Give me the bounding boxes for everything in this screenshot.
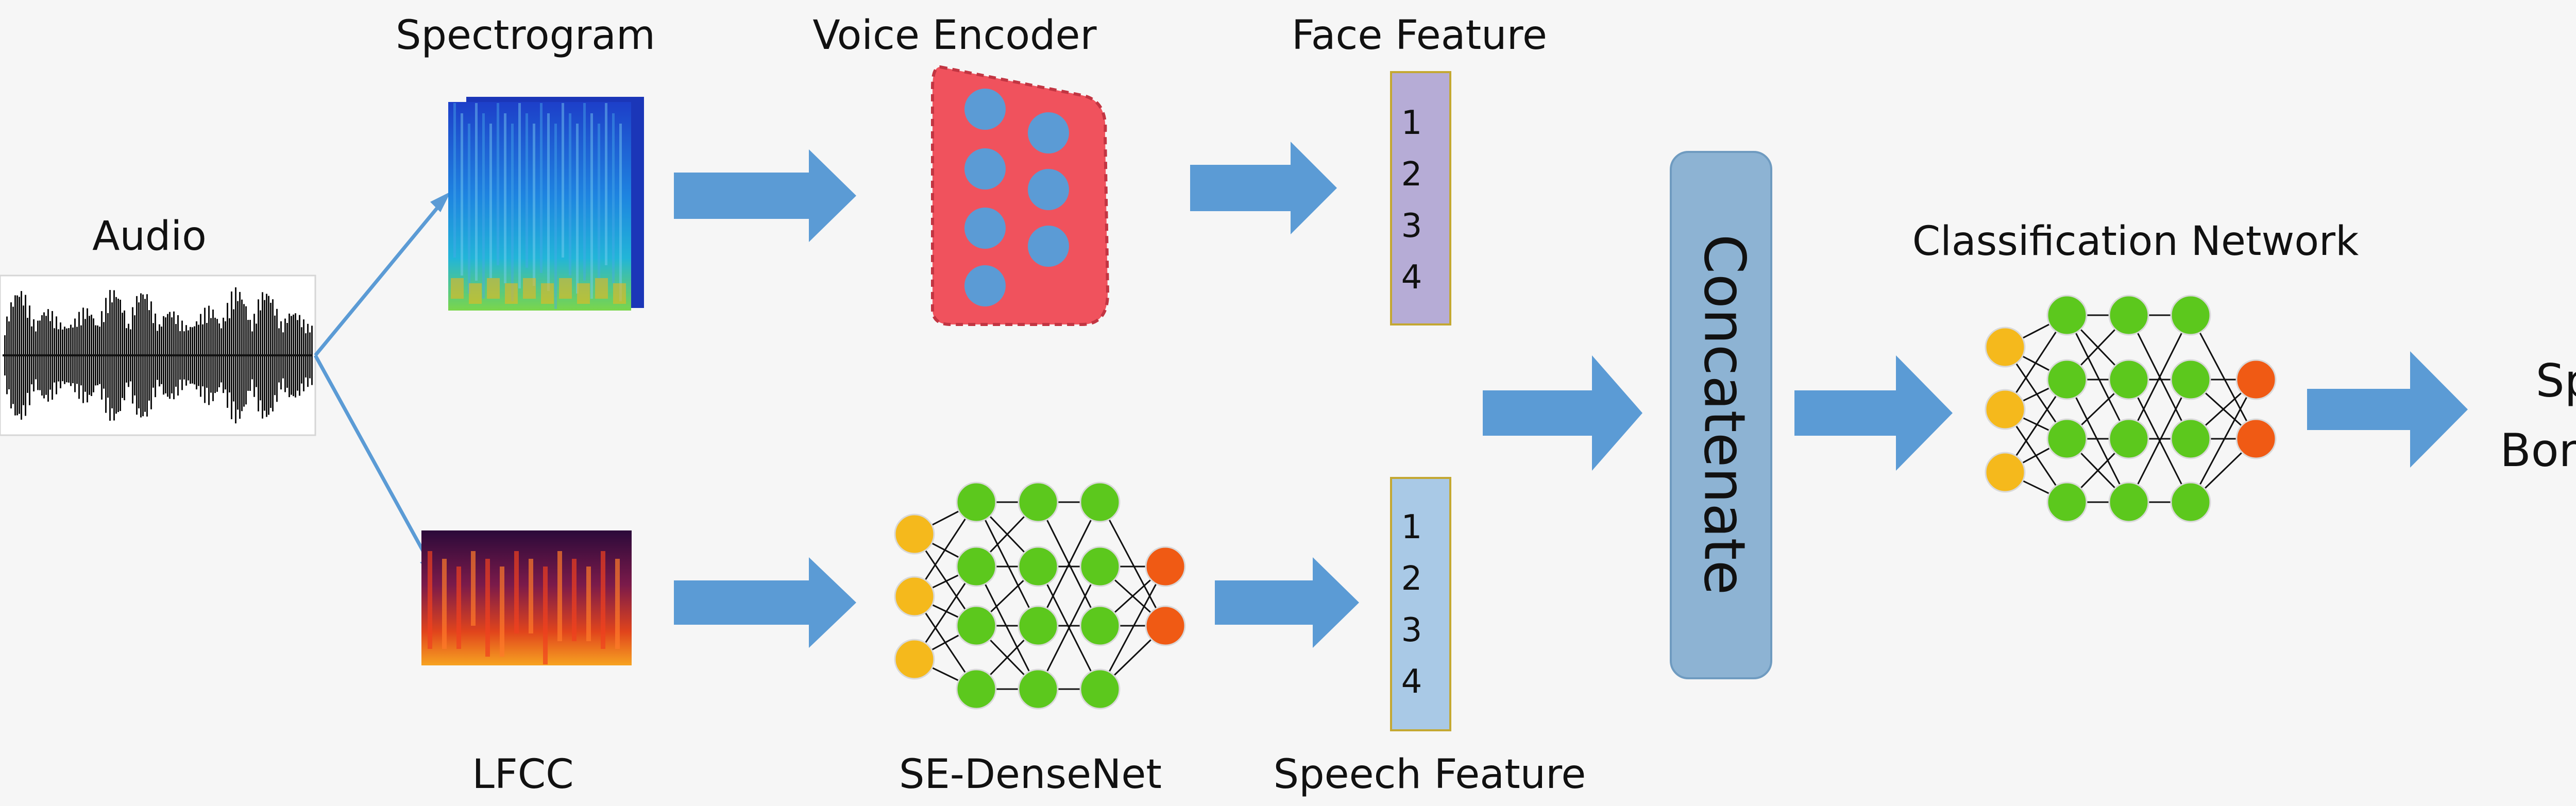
hidden-node [1079,605,1121,646]
output-node [1145,546,1186,587]
encoder-unit [1028,226,1069,267]
input-node [1985,327,2026,368]
arrow-classifier-to-output [2307,351,2468,468]
hidden-node [1018,605,1059,646]
network-connection [2066,379,2130,503]
hidden-node [2046,295,2088,336]
voice-encoder-label: Voice Encoder [812,12,1097,59]
hidden-node [956,482,997,523]
network-connection [2066,315,2130,439]
encoder-unit [1028,112,1069,153]
encoder-unit [1028,169,1069,210]
output-node [2235,359,2277,400]
arrow-spectrogram-to-encoder [674,149,856,242]
arrow-lfcc-to-densenet [674,557,856,648]
input-node [894,639,935,680]
face-feature-label: Face Feature [1292,12,1547,59]
arrow-features-to-concatenate [1483,355,1642,471]
hidden-node [2046,418,2088,459]
hidden-node [956,605,997,646]
hidden-node [1079,546,1121,587]
classification-network-label: Classification Network [1912,218,2359,265]
classification-network [1985,295,2277,523]
input-node [1985,389,2026,430]
input-node [894,513,935,555]
se-densenet-network [894,482,1186,710]
hidden-node [2108,418,2149,459]
lfcc-image [421,530,632,665]
audio-to-lfcc-line [313,354,437,577]
encoder-unit [964,148,1006,190]
speech-feature-item: 4 [1401,663,1422,701]
encoder-unit [964,208,1006,249]
audio-waveform [0,275,316,436]
audio-to-spectrogram-line [314,192,451,357]
encoder-unit [964,265,1006,306]
face-feature-item: 2 [1401,156,1422,194]
speech-feature-label: Speech Feature [1274,751,1586,798]
voice-encoder-block [931,65,1110,326]
output-node [1145,605,1186,646]
face-feature-item: 4 [1401,259,1422,297]
spectrogram-label: Spectrogram [396,12,655,59]
arrow-encoder-to-face-feature [1190,142,1337,234]
hidden-node [1018,482,1059,523]
spectrogram-image [448,97,644,311]
network-connection [2128,379,2192,503]
hidden-node [2108,295,2149,336]
hidden-node [2108,359,2149,400]
se-densenet-label: SE-DenseNet [899,751,1162,798]
network-connection [975,566,1039,690]
face-feature-item: 3 [1401,207,1422,245]
speech-feature-item: 1 [1401,508,1422,546]
network-connection [2190,379,2257,503]
hidden-node [2108,482,2149,523]
input-node [1985,452,2026,493]
speech-feature-item: 2 [1401,560,1422,598]
speech-feature-item: 3 [1401,611,1422,649]
network-connection [975,502,1039,626]
output-spoof-label: Spoof [2536,354,2576,407]
hidden-node [2046,359,2088,400]
network-connection [1099,566,1166,690]
audio-label: Audio [92,213,207,260]
network-connection [2128,315,2192,439]
hidden-node [1018,668,1059,710]
hidden-node [2170,359,2211,400]
concatenate-label: Concatenate [1692,234,1758,595]
hidden-node [2046,482,2088,523]
hidden-node [956,668,997,710]
encoder-unit [964,89,1006,130]
hidden-node [2170,482,2211,523]
network-connection [2190,315,2257,439]
hidden-node [956,546,997,587]
hidden-node [1079,482,1121,523]
arrow-densenet-to-speech-feature [1215,557,1359,648]
network-connection [1037,502,1101,626]
network-connection [1037,566,1101,690]
face-feature-item: 1 [1401,104,1422,142]
concatenate-block: Concatenate [1670,151,1772,679]
hidden-node [1018,546,1059,587]
lfcc-label: LFCC [472,751,573,798]
output-bonafide-label: Bonafide [2500,424,2576,477]
network-connection [1099,502,1166,626]
input-node [894,576,935,617]
face-feature-vector: 1 2 3 4 [1390,71,1451,325]
output-node [2235,418,2277,459]
hidden-node [1079,668,1121,710]
speech-feature-vector: 1 2 3 4 [1390,477,1451,731]
hidden-node [2170,418,2211,459]
arrow-concatenate-to-classifier [1794,355,1953,471]
hidden-node [2170,295,2211,336]
